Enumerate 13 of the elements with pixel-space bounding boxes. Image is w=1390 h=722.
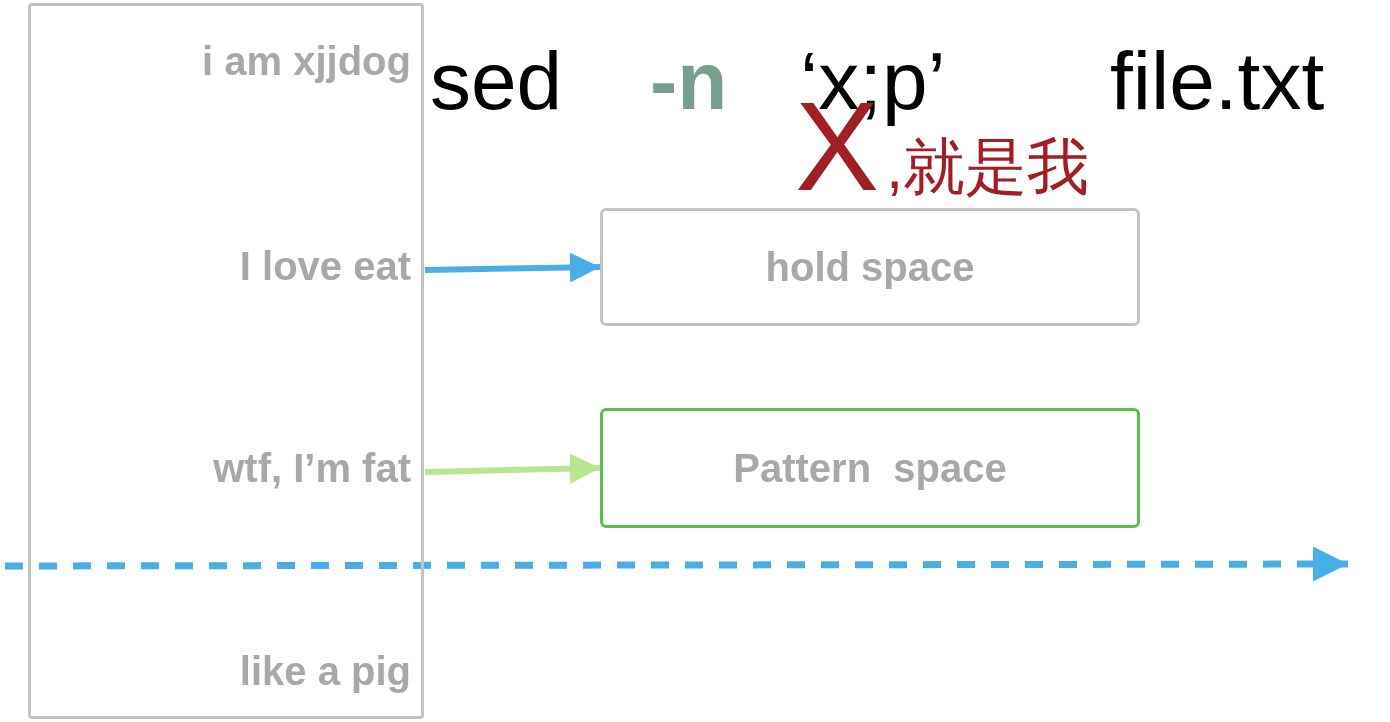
text-line: wtf, I’m fat [213, 445, 411, 491]
file-box [28, 3, 424, 719]
option-text: -n [650, 40, 728, 122]
annotation-text: ,就是我 [886, 136, 1090, 198]
text-line: like a pig [239, 648, 411, 694]
arrow [424, 453, 601, 484]
text-line: I love eat [239, 243, 411, 289]
space-box: hold space [600, 208, 1140, 326]
command-text: sed [430, 40, 563, 122]
command-text: file.txt [1110, 40, 1325, 122]
arrow [424, 252, 601, 283]
space-box: Pattern space [600, 408, 1140, 528]
text-line: i am xjjdog [202, 38, 411, 84]
